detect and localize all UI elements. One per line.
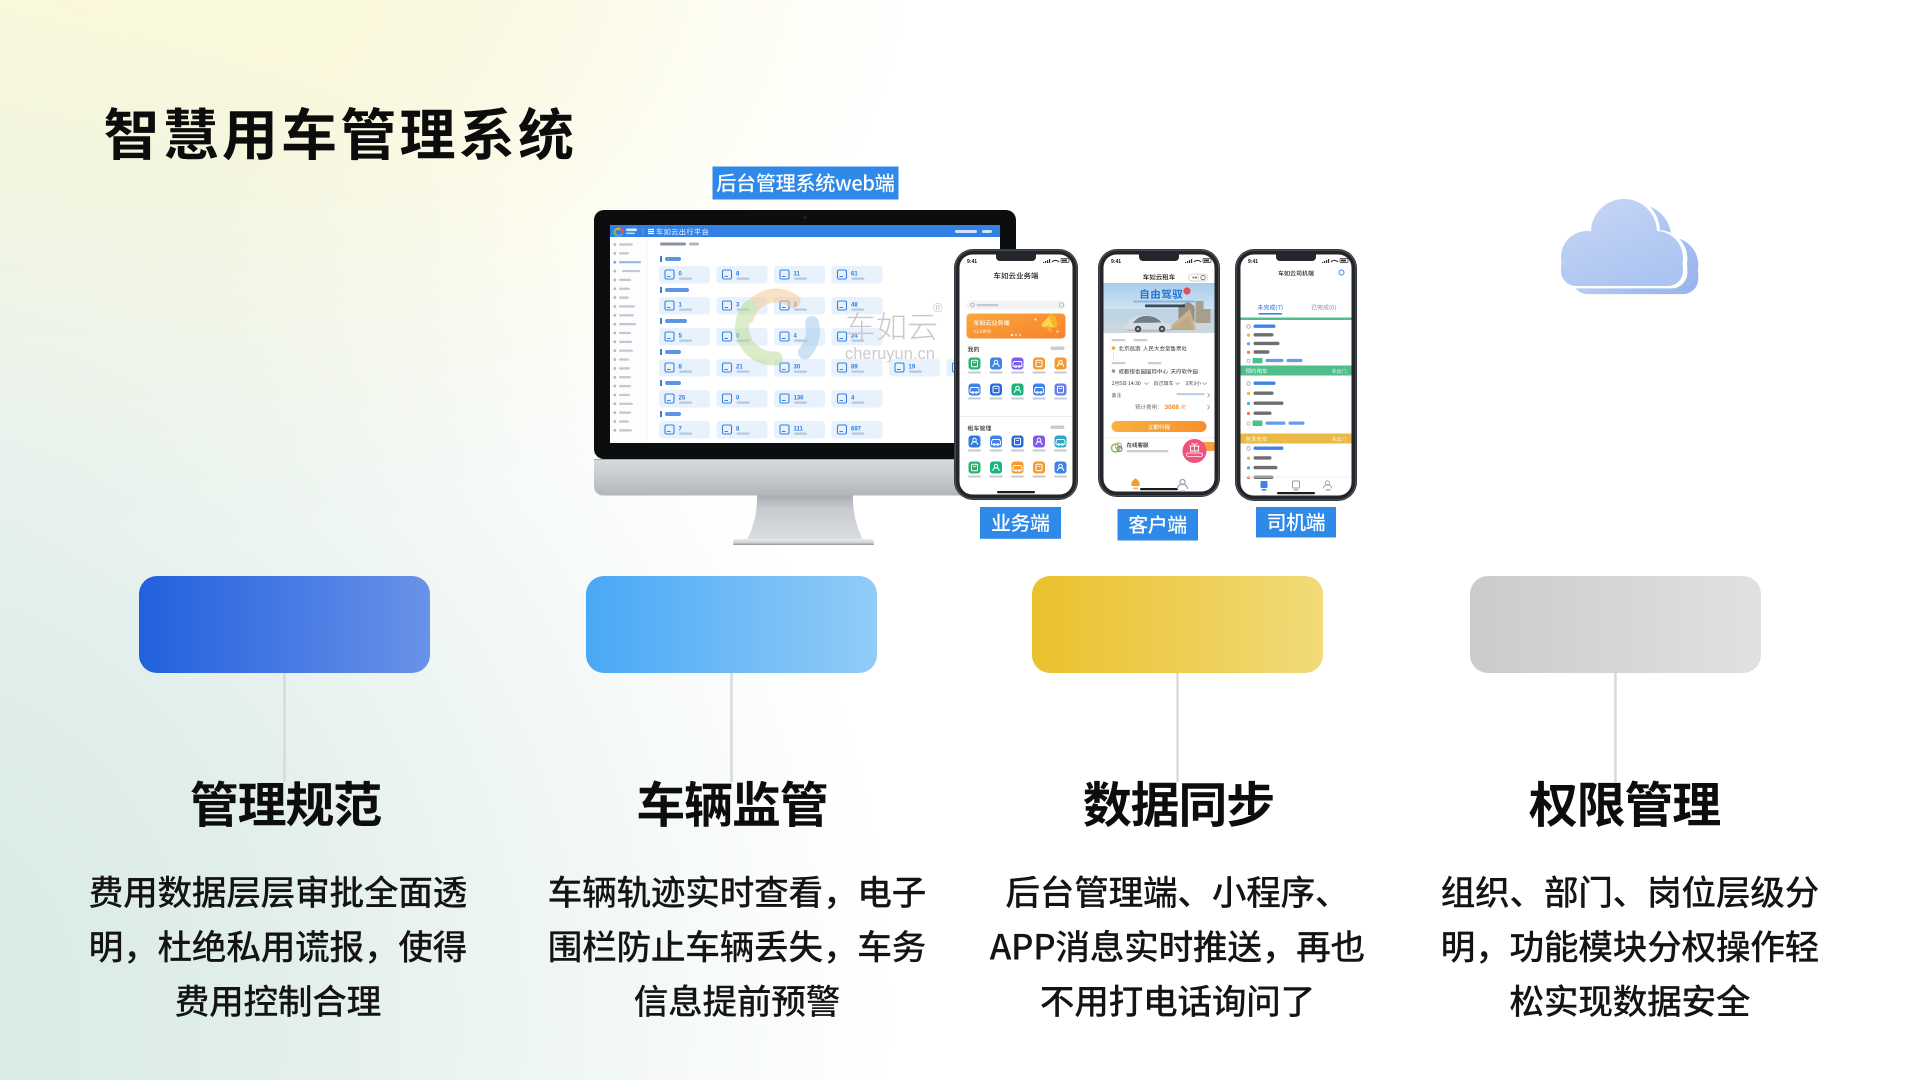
svg-text:9:41: 9:41 xyxy=(1248,259,1258,265)
svg-text:8: 8 xyxy=(679,364,683,370)
svg-text:®: ® xyxy=(933,300,943,315)
svg-text:48: 48 xyxy=(851,302,858,308)
svg-text:136: 136 xyxy=(794,395,805,401)
svg-text:4: 4 xyxy=(851,395,855,401)
svg-text:24: 24 xyxy=(851,333,858,339)
svg-text:3: 3 xyxy=(736,302,740,308)
svg-text:1: 1 xyxy=(679,302,683,308)
svg-text:11: 11 xyxy=(794,271,801,277)
svg-text:3088: 3088 xyxy=(1165,404,1180,411)
svg-text:61: 61 xyxy=(851,271,858,277)
svg-text:0: 0 xyxy=(736,395,740,401)
svg-text:21: 21 xyxy=(736,364,743,370)
svg-text:111: 111 xyxy=(794,426,804,432)
svg-text:30: 30 xyxy=(794,364,801,370)
svg-text:19: 19 xyxy=(909,364,916,370)
svg-text:0: 0 xyxy=(679,271,683,277)
svg-text:8: 8 xyxy=(736,426,740,432)
svg-text:cheruyun.cn: cheruyun.cn xyxy=(845,345,935,363)
svg-text:8: 8 xyxy=(736,271,740,277)
svg-text:7: 7 xyxy=(679,426,683,432)
svg-text:5: 5 xyxy=(679,333,683,339)
svg-text:697: 697 xyxy=(851,426,862,432)
svg-text:25: 25 xyxy=(679,395,686,401)
svg-text:89: 89 xyxy=(851,364,858,370)
svg-text:4: 4 xyxy=(794,333,798,339)
svg-text:9:41: 9:41 xyxy=(1111,259,1121,265)
svg-text:9:41: 9:41 xyxy=(967,259,977,265)
